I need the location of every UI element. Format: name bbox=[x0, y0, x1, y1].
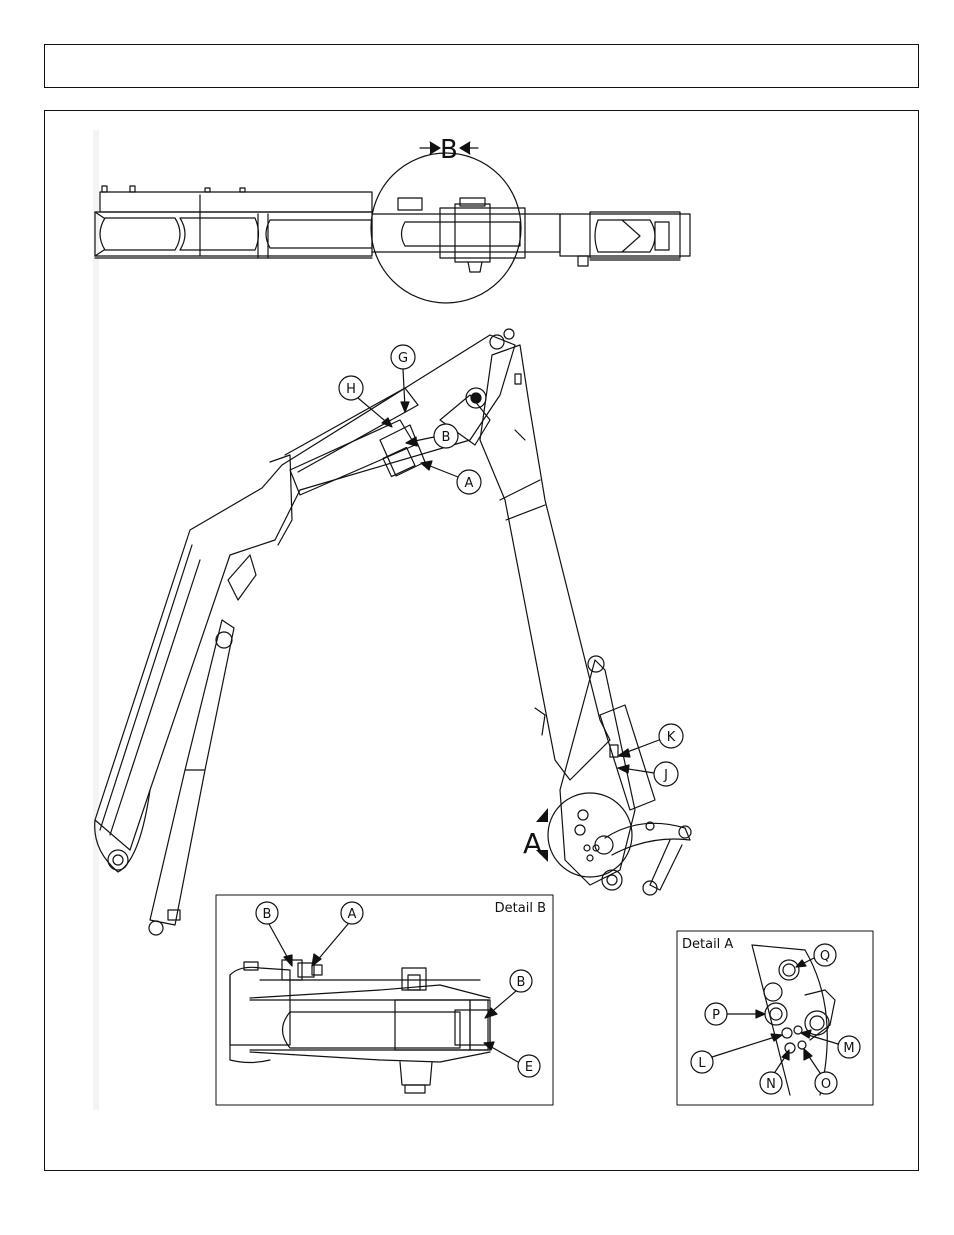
svg-text:B: B bbox=[442, 430, 451, 445]
side-view-arm bbox=[95, 329, 691, 935]
svg-text:P: P bbox=[712, 1008, 720, 1023]
callout-b: B bbox=[406, 424, 458, 448]
detail-b-callout-a: A bbox=[312, 902, 363, 966]
detail-b-callout-b-right: B bbox=[485, 970, 532, 1018]
detail-a-callout-q: Q bbox=[796, 944, 836, 967]
detail-a-callout-p: P bbox=[705, 1003, 765, 1025]
view-a-arrow-top bbox=[536, 808, 548, 822]
svg-text:Q: Q bbox=[820, 949, 830, 964]
svg-text:B: B bbox=[517, 975, 526, 990]
svg-text:E: E bbox=[525, 1060, 533, 1075]
view-a-label: A bbox=[523, 827, 542, 860]
view-b-arrow-right bbox=[460, 142, 478, 154]
view-b-arrow-left bbox=[420, 142, 440, 154]
view-b-label: B bbox=[440, 135, 458, 165]
svg-text:J: J bbox=[663, 768, 668, 783]
svg-text:M: M bbox=[843, 1041, 854, 1056]
detail-a-view-circle bbox=[548, 793, 632, 877]
callout-a: A bbox=[421, 461, 481, 494]
svg-text:A: A bbox=[348, 907, 357, 922]
svg-text:B: B bbox=[263, 907, 272, 922]
svg-text:O: O bbox=[821, 1077, 831, 1092]
svg-text:L: L bbox=[698, 1056, 706, 1071]
callout-g: G bbox=[391, 345, 415, 412]
callout-k: K bbox=[618, 724, 683, 757]
svg-text:K: K bbox=[667, 730, 676, 745]
svg-text:G: G bbox=[398, 351, 408, 366]
detail-a-callout-l: L bbox=[691, 1034, 782, 1073]
detail-b-callout-e: E bbox=[484, 1042, 540, 1077]
detail-a-callout-o: O bbox=[804, 1049, 837, 1094]
svg-text:N: N bbox=[766, 1077, 776, 1092]
svg-text:A: A bbox=[465, 476, 474, 491]
top-view-arm bbox=[95, 186, 690, 272]
detail-b-view-circle bbox=[371, 153, 521, 303]
detail-b-drawing bbox=[230, 960, 490, 1093]
detail-b-callout-b-left: B bbox=[256, 902, 292, 966]
detail-a-title: Detail A bbox=[682, 937, 733, 952]
svg-text:H: H bbox=[346, 382, 356, 397]
detail-b-title: Detail B bbox=[495, 901, 546, 916]
